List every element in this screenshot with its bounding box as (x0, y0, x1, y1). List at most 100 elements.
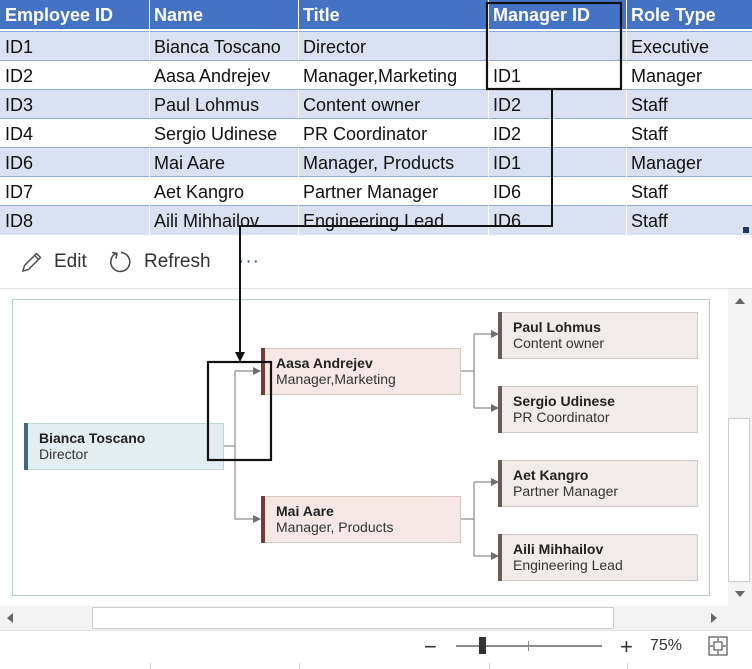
node-accent-bar (261, 348, 265, 395)
cell-role-type[interactable]: Executive (631, 37, 710, 57)
cell-manager-id[interactable]: ID2 (493, 95, 522, 115)
scroll-up-arrow-icon[interactable] (732, 293, 748, 309)
cell-title[interactable]: Engineering Lead (303, 211, 445, 231)
selection-handle[interactable] (743, 227, 749, 233)
cell-name[interactable]: Aili Mihhailov (154, 211, 260, 231)
cell-title[interactable]: Content owner (303, 95, 421, 115)
cell-role-type[interactable]: Staff (631, 124, 668, 144)
header-employee-id[interactable]: Employee ID (5, 5, 114, 25)
header-title[interactable]: Title (303, 5, 340, 25)
table-row: ID7 Aet Kangro Partner Manager ID6 Staff (0, 177, 752, 206)
cell-employee-id[interactable]: ID8 (5, 211, 34, 231)
horizontal-scroll-thumb[interactable] (92, 607, 614, 629)
scrollbar-corner (728, 606, 752, 630)
node-title: Content owner (513, 335, 605, 351)
edit-label: Edit (54, 251, 87, 272)
cell-title[interactable]: Director (303, 37, 367, 57)
zoom-percentage[interactable]: 75% (650, 637, 683, 654)
diagram-toolbar: Edit Refresh ··· (0, 236, 752, 288)
cell-name[interactable]: Mai Aare (154, 153, 226, 173)
cell-manager-id[interactable]: ID2 (493, 124, 522, 144)
scroll-left-arrow-icon[interactable] (2, 610, 18, 626)
header-manager-id[interactable]: Manager ID (493, 5, 591, 25)
zoom-in-button[interactable]: + (620, 634, 633, 659)
org-node-staff[interactable]: Sergio Udinese PR Coordinator (498, 386, 698, 433)
zoom-slider-tick (528, 641, 529, 651)
refresh-button[interactable]: Refresh (108, 248, 211, 276)
node-name: Aasa Andrejev (276, 355, 373, 371)
cell-employee-id[interactable]: ID1 (5, 37, 34, 57)
pencil-icon (22, 252, 42, 272)
cell-role-type[interactable]: Manager (631, 66, 703, 86)
node-name: Aili Mihhailov (513, 541, 604, 557)
cell-manager-id[interactable]: ID1 (493, 66, 522, 86)
refresh-icon (110, 251, 131, 273)
table-header-row: Employee ID Name Title Manager ID Role T… (0, 0, 752, 29)
node-name: Aet Kangro (513, 467, 589, 483)
row-divider (0, 147, 752, 148)
bottom-divider (299, 663, 300, 669)
scroll-right-arrow-icon[interactable] (706, 610, 722, 626)
cell-title[interactable]: Partner Manager (303, 182, 439, 202)
fit-to-window-icon[interactable] (708, 636, 728, 656)
column-divider (149, 0, 150, 235)
row-divider (0, 205, 752, 206)
cell-name[interactable]: Paul Lohmus (154, 95, 260, 115)
bottom-divider (150, 663, 151, 669)
node-accent-bar (498, 386, 502, 433)
cell-manager-id[interactable]: ID1 (493, 153, 522, 173)
cell-employee-id[interactable]: ID6 (5, 153, 34, 173)
cell-manager-id[interactable]: ID6 (493, 182, 522, 202)
cell-name[interactable]: Aet Kangro (154, 182, 245, 202)
cell-name[interactable]: Bianca Toscano (154, 37, 281, 57)
table-row: ID3 Paul Lohmus Content owner ID2 Staff (0, 90, 752, 119)
cell-role-type[interactable]: Staff (631, 211, 668, 231)
node-name: Mai Aare (276, 503, 334, 519)
bottom-divider (489, 663, 490, 669)
employee-table: Employee ID Name Title Manager ID Role T… (0, 0, 752, 235)
node-accent-bar (261, 496, 265, 543)
vertical-scroll-thumb[interactable] (728, 418, 750, 582)
cell-employee-id[interactable]: ID4 (5, 124, 34, 144)
header-name[interactable]: Name (154, 5, 204, 25)
cell-title[interactable]: Manager,Marketing (303, 66, 458, 86)
refresh-label: Refresh (144, 251, 211, 272)
cell-name[interactable]: Sergio Udinese (154, 124, 278, 144)
org-node-staff[interactable]: Aili Mihhailov Engineering Lead (498, 534, 698, 581)
scroll-down-arrow-icon[interactable] (732, 586, 748, 602)
cell-title[interactable]: PR Coordinator (303, 124, 428, 144)
cell-name[interactable]: Aasa Andrejev (154, 66, 271, 86)
cell-title[interactable]: Manager, Products (303, 153, 455, 173)
cell-employee-id[interactable]: ID2 (5, 66, 34, 86)
node-title: Manager, Products (276, 519, 394, 535)
node-title: Partner Manager (513, 483, 619, 499)
node-title: Engineering Lead (513, 557, 623, 573)
column-divider (626, 0, 627, 235)
row-divider (0, 176, 752, 177)
cell-manager-id[interactable]: ID6 (493, 211, 522, 231)
row-divider (0, 118, 752, 119)
node-title: Director (39, 446, 89, 462)
cell-employee-id[interactable]: ID7 (5, 182, 34, 202)
cell-manager-id[interactable] (488, 32, 626, 61)
cell-role-type[interactable]: Manager (631, 153, 703, 173)
table-row: ID4 Sergio Udinese PR Coordinator ID2 St… (0, 119, 752, 148)
header-role-type[interactable]: Role Type (631, 5, 716, 25)
edit-button[interactable]: Edit (20, 248, 87, 276)
row-divider (0, 31, 752, 32)
column-divider (298, 0, 299, 235)
org-node-manager[interactable]: Mai Aare Manager, Products (261, 496, 461, 543)
zoom-out-button[interactable]: − (424, 634, 437, 659)
more-options-button[interactable]: ··· (238, 251, 260, 272)
row-divider (0, 60, 752, 61)
org-node-staff[interactable]: Aet Kangro Partner Manager (498, 460, 698, 507)
cell-employee-id[interactable]: ID3 (5, 95, 34, 115)
cell-role-type[interactable]: Staff (631, 95, 668, 115)
org-node-staff[interactable]: Paul Lohmus Content owner (498, 312, 698, 359)
org-node-manager[interactable]: Aasa Andrejev Manager,Marketing (261, 348, 461, 395)
org-node-root[interactable]: Bianca Toscano Director (24, 423, 224, 470)
zoom-slider-thumb[interactable] (479, 637, 486, 654)
row-divider (0, 89, 752, 90)
cell-role-type[interactable]: Staff (631, 182, 668, 202)
zoom-slider-track[interactable] (456, 645, 602, 647)
